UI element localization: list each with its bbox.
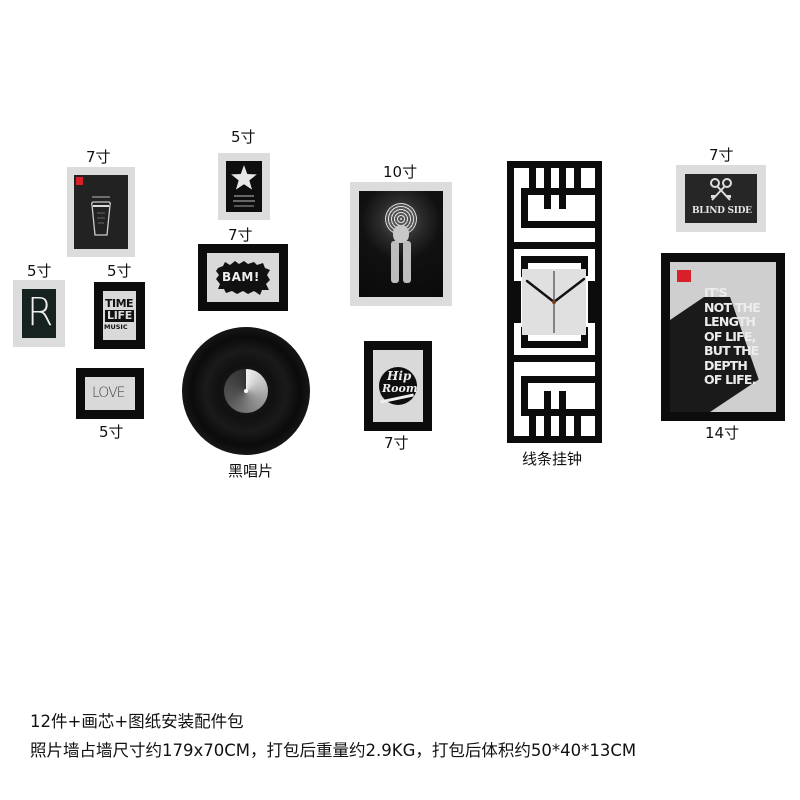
art-face <box>393 225 409 243</box>
size-label-love: 5寸 <box>99 423 124 441</box>
art-arms <box>391 241 399 283</box>
frame-time-life-music: TIME LIFE MUSIC <box>94 282 145 349</box>
size-label-record: 黑唱片 <box>228 462 274 480</box>
size-label-line-clock: 线条挂钟 <box>522 450 583 468</box>
frame-star <box>218 153 270 220</box>
art-music: MUSIC <box>104 323 128 331</box>
art-life: LIFE <box>105 309 134 322</box>
package-dimensions-text: 照片墙占墙尺寸约179x70CM，打包后重量约2.9KG，打包后体积约50*40… <box>30 741 637 760</box>
art-letter-r: R <box>27 290 54 334</box>
art-time: TIME <box>105 297 134 310</box>
quote-line: IT'S <box>704 285 728 300</box>
frame-beer-glass <box>67 167 135 257</box>
size-label-star: 5寸 <box>231 128 256 146</box>
frame-woman-portrait <box>350 182 452 306</box>
frame-blind-side: BLIND SIDE <box>676 165 766 232</box>
frame-hip-room: Hip Room <box>364 341 432 431</box>
art-room-text: Room <box>382 382 418 395</box>
quote-line: OF LIFE. <box>704 372 756 387</box>
size-label-time-life: 5寸 <box>107 262 132 280</box>
package-contents-text: 12件+画芯+图纸安装配件包 <box>30 712 244 731</box>
size-label-bam: 7寸 <box>228 226 253 244</box>
quote-line: NOT THE <box>704 299 761 315</box>
size-label-blind-side: 7寸 <box>709 146 734 164</box>
frame-depth-of-life: IT'S NOT THE LENGTH OF LIFE, BUT THE DEP… <box>661 253 785 421</box>
size-label-beer-glass: 7寸 <box>86 148 111 166</box>
art-shadow-shape <box>670 297 770 412</box>
frame-letter-r: R <box>13 280 65 347</box>
art-bam-text: BAM! <box>222 270 260 284</box>
line-wall-clock <box>507 161 602 443</box>
size-label-depth-of-life: 14寸 <box>705 424 740 442</box>
art-quote-text: IT'S NOT THE LENGTH OF LIFE, BUT THE DEP… <box>704 285 761 388</box>
frame-bam: BAM! <box>198 244 288 311</box>
frame-love: LOVE <box>76 368 144 419</box>
size-label-letter-r: 5寸 <box>27 262 52 280</box>
crossed-keys-icon <box>710 178 732 201</box>
vinyl-record <box>182 327 310 455</box>
star-icon <box>231 165 257 190</box>
quote-line: OF LIFE, <box>704 328 756 344</box>
beer-glass-icon <box>91 196 111 236</box>
red-speech-badge <box>677 270 691 282</box>
size-label-hip-room: 7寸 <box>384 434 409 452</box>
art-love: LOVE <box>92 385 125 401</box>
quote-line: LENGTH <box>704 314 756 329</box>
quote-line: DEPTH <box>704 357 748 373</box>
bam-burst-shape <box>216 261 270 295</box>
art-blind-side-text: BLIND SIDE <box>692 206 752 216</box>
quote-line: BUT THE <box>704 343 759 358</box>
size-label-woman-portrait: 10寸 <box>383 163 418 181</box>
red-logo-badge <box>76 177 83 185</box>
art-hip-text: Hip <box>387 369 412 383</box>
